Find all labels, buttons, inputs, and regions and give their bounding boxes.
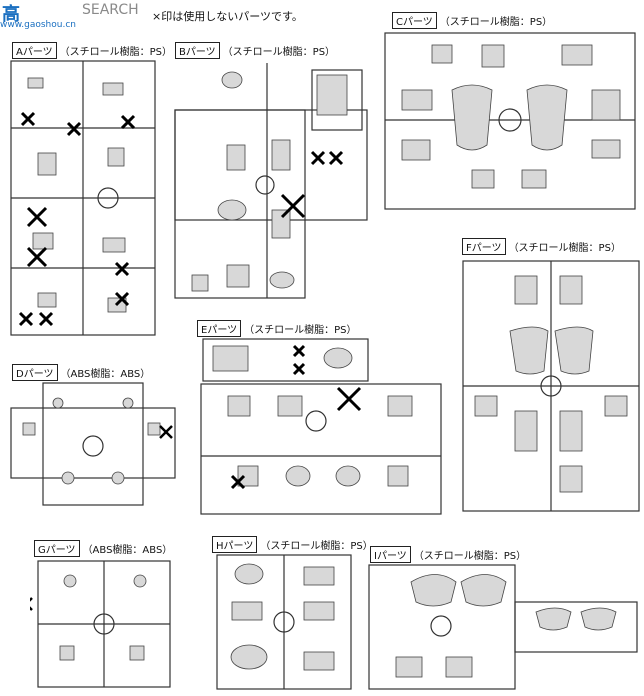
- sprue-f-name: Fパーツ: [462, 238, 506, 255]
- sprue-b-name: Bパーツ: [175, 42, 220, 59]
- sprue-i-name: Iパーツ: [370, 546, 411, 563]
- sprue-f-diagram: [460, 256, 642, 516]
- sprue-g-drawing: [30, 560, 171, 688]
- sprue-b-drawing: [174, 63, 368, 299]
- sprue-g-material: （ABS樹脂：ABS）: [82, 545, 173, 556]
- sprue-c-diagram: [382, 30, 638, 212]
- sprue-a-header: Aパーツ（スチロール樹脂：PS）: [12, 42, 172, 59]
- sprue-b-material: （スチロール樹脂：PS）: [222, 47, 336, 58]
- sprue-g-header: Gパーツ（ABS樹脂：ABS）: [34, 540, 172, 557]
- sprue-d-diagram: [8, 378, 178, 510]
- sprue-g-name: Gパーツ: [34, 540, 80, 557]
- sprue-d-name: Dパーツ: [12, 364, 58, 381]
- sprue-b-diagram: [172, 60, 370, 302]
- site-logo: 高: [2, 4, 20, 25]
- unused-parts-note: ×印は使用しないパーツです。: [152, 10, 303, 23]
- sprue-c-drawing: [384, 32, 636, 210]
- sprue-e-name: Eパーツ: [197, 320, 242, 337]
- sprue-b-header: Bパーツ（スチロール樹脂：PS）: [175, 42, 335, 59]
- sprue-e-diagram: [198, 336, 444, 518]
- sprue-h-diagram: [214, 552, 354, 692]
- sprue-h-header: Hパーツ（スチロール樹脂：PS）: [212, 536, 373, 553]
- sprue-g-diagram: [30, 556, 178, 692]
- sprue-i-diagram: [366, 562, 640, 692]
- sprue-f-drawing: [462, 260, 640, 512]
- page-header: 高 www.gaoshou.cn SEARCH ×印は使用しないパーツです。: [0, 0, 644, 30]
- sprue-d-drawing: [10, 382, 176, 506]
- sprue-c-header: Cパーツ（スチロール樹脂：PS）: [392, 12, 552, 29]
- sprue-d-material: （ABS樹脂：ABS）: [60, 369, 151, 380]
- site-url: www.gaoshou.cn: [0, 20, 76, 30]
- sprue-e-material: （スチロール樹脂：PS）: [244, 325, 357, 336]
- sprue-f-material: （スチロール樹脂：PS）: [508, 243, 621, 254]
- sprue-i-header: Iパーツ（スチロール樹脂：PS）: [370, 546, 526, 563]
- sprue-a-name: Aパーツ: [12, 42, 57, 59]
- sprue-i-drawing: [368, 564, 638, 690]
- sprue-c-material: （スチロール樹脂：PS）: [439, 17, 553, 28]
- sprue-a-material: （スチロール樹脂：PS）: [59, 47, 173, 58]
- sprue-h-drawing: [216, 554, 352, 690]
- sprue-a-drawing: [10, 60, 156, 336]
- sprue-e-header: Eパーツ（スチロール樹脂：PS）: [197, 320, 357, 337]
- sprue-a-diagram: [8, 58, 158, 338]
- sprue-h-name: Hパーツ: [212, 536, 258, 553]
- sprue-d-header: Dパーツ（ABS樹脂：ABS）: [12, 364, 150, 381]
- sprue-e-drawing: [200, 338, 442, 515]
- sprue-c-name: Cパーツ: [392, 12, 437, 29]
- sprue-i-material: （スチロール樹脂：PS）: [413, 551, 527, 562]
- sprue-f-header: Fパーツ（スチロール樹脂：PS）: [462, 238, 621, 255]
- search-watermark: SEARCH: [82, 2, 139, 18]
- sprue-h-material: （スチロール樹脂：PS）: [260, 541, 373, 552]
